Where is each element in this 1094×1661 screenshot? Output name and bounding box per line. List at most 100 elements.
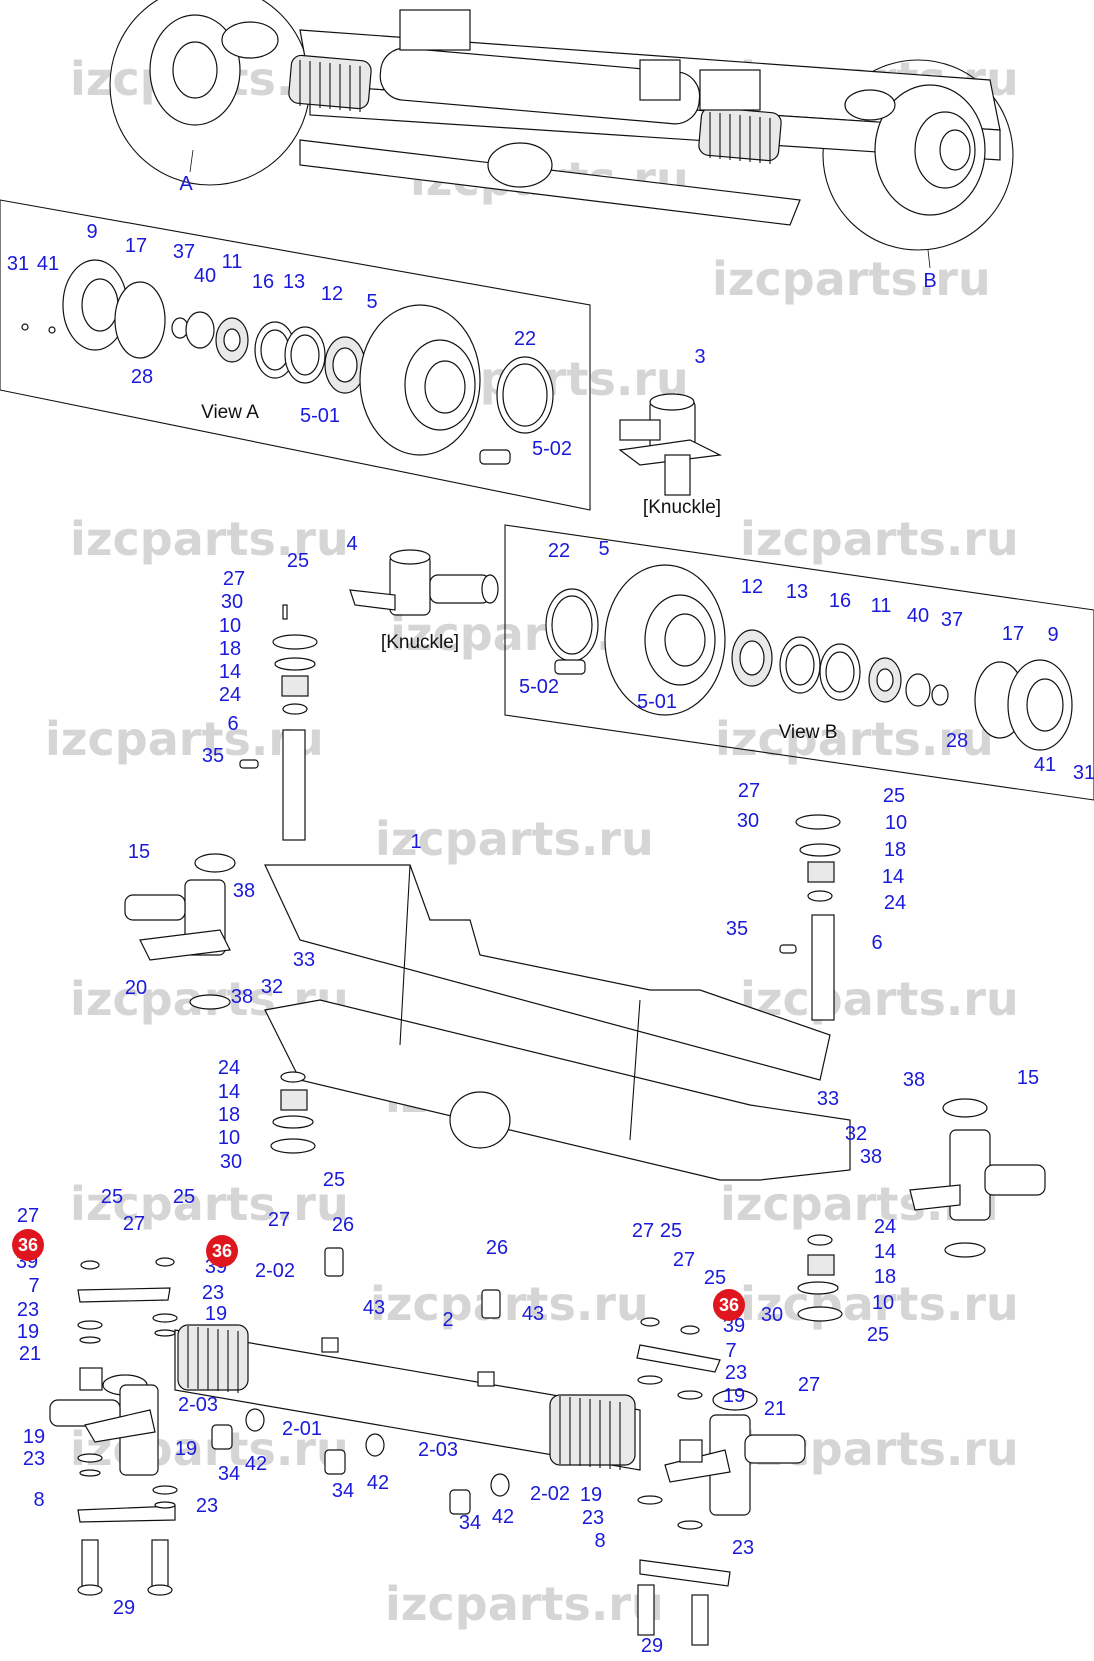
part-label: 5-02 <box>532 438 572 460</box>
knuckle-3-drawing <box>618 393 723 496</box>
part-label: 19 <box>723 1385 745 1407</box>
part-label: 25 <box>287 550 309 572</box>
part-label: 19 <box>175 1438 197 1460</box>
view-b-title: View B <box>779 722 838 743</box>
part-label: 14 <box>219 661 241 683</box>
part-label: 17 <box>125 235 147 257</box>
callout-b: B <box>923 270 936 292</box>
part-label: 19 <box>580 1484 602 1506</box>
knuckle-caption-mid: [Knuckle] <box>381 632 459 653</box>
part-label: 32 <box>845 1123 867 1145</box>
part-label: 27 <box>798 1374 820 1396</box>
part-label: 29 <box>641 1635 663 1657</box>
part-label: 26 <box>486 1237 508 1259</box>
part-label: 14 <box>874 1241 896 1263</box>
part-label: 15 <box>128 841 150 863</box>
part-label: 23 <box>582 1507 604 1529</box>
part-label: 5 <box>598 538 609 560</box>
part-label: 27 <box>738 780 760 802</box>
part-label: 25 <box>883 785 905 807</box>
knuckle-4-drawing <box>349 549 499 616</box>
part-label: 40 <box>194 265 216 287</box>
part-label: 25 <box>660 1220 682 1242</box>
part-label: 8 <box>594 1530 605 1552</box>
part-label: 31 <box>7 253 29 275</box>
part-label: 2-03 <box>418 1439 458 1461</box>
bottom-cylinder-drawing <box>49 1247 806 1646</box>
part-label: 21 <box>19 1343 41 1365</box>
part-label: 9 <box>1047 624 1058 646</box>
view-a-panel <box>0 199 591 511</box>
part-label: 24 <box>874 1216 896 1238</box>
part-label: 4 <box>346 533 357 555</box>
part-label: 18 <box>884 839 906 861</box>
part-label: 32 <box>261 976 283 998</box>
part-label: 18 <box>219 638 241 660</box>
top-axle-drawing <box>109 0 1014 251</box>
part-label: 6 <box>227 713 238 735</box>
part-label: 3 <box>694 346 705 368</box>
part-label: 26 <box>332 1214 354 1236</box>
part-label: 1 <box>410 831 421 853</box>
part-label: 27 <box>223 568 245 590</box>
part-label: 23 <box>725 1362 747 1384</box>
part-label: 19 <box>23 1426 45 1448</box>
highlighted-part-label: 36 <box>719 1295 739 1315</box>
part-label: 7 <box>725 1340 736 1362</box>
part-label: 10 <box>885 812 907 834</box>
part-label: 42 <box>492 1506 514 1528</box>
part-label: 10 <box>872 1292 894 1314</box>
watermark-text: izcparts.ru <box>385 1577 664 1631</box>
part-label: 16 <box>829 590 851 612</box>
part-label: 17 <box>1002 623 1024 645</box>
part-label: 22 <box>514 328 536 350</box>
part-label: 9 <box>86 221 97 243</box>
part-label: 27 <box>268 1209 290 1231</box>
part-label: 27 <box>17 1205 39 1227</box>
watermark-text: izcparts.ru <box>715 712 994 766</box>
part-label: 5-01 <box>637 691 677 713</box>
part-label: 24 <box>219 684 241 706</box>
part-label: 23 <box>196 1495 218 1517</box>
part-label: 41 <box>1034 754 1056 776</box>
part-label: 25 <box>704 1267 726 1289</box>
part-label: 19 <box>17 1321 39 1343</box>
part-label: 28 <box>946 730 968 752</box>
part-label: 30 <box>220 1151 242 1173</box>
part-label: 24 <box>884 892 906 914</box>
part-label: 38 <box>903 1069 925 1091</box>
watermark-text: izcparts.ru <box>740 1277 1019 1331</box>
part-label: 2-02 <box>530 1483 570 1505</box>
part-label: 18 <box>218 1104 240 1126</box>
part-label: 10 <box>219 615 241 637</box>
part-label: 35 <box>202 745 224 767</box>
part-label: 13 <box>786 581 808 603</box>
part-label: 19 <box>205 1303 227 1325</box>
callout-a: A <box>179 173 193 195</box>
highlighted-part-marker: 36 <box>12 1229 44 1261</box>
part-label: 37 <box>941 609 963 631</box>
part-label: 13 <box>283 271 305 293</box>
part-label: 2 <box>442 1309 453 1331</box>
part-label: 27 <box>673 1249 695 1271</box>
watermark-text: izcparts.ru <box>740 972 1019 1026</box>
part-label: 31 <box>1073 762 1094 784</box>
part-label: 33 <box>817 1088 839 1110</box>
part-label: 7 <box>28 1275 39 1297</box>
part-label: 38 <box>233 880 255 902</box>
part-label: 2-02 <box>255 1260 295 1282</box>
part-label: 30 <box>761 1304 783 1326</box>
part-label: 41 <box>37 253 59 275</box>
part-label: 12 <box>741 576 763 598</box>
part-label: 24 <box>218 1057 240 1079</box>
center-assembly-drawing <box>124 604 1046 1322</box>
part-label: 23 <box>202 1282 224 1304</box>
highlighted-part-marker: 36 <box>713 1289 745 1321</box>
part-label: 5-02 <box>519 676 559 698</box>
part-label: 14 <box>882 866 904 888</box>
part-label: 20 <box>125 977 147 999</box>
part-label: 34 <box>459 1512 481 1534</box>
part-label: 34 <box>332 1480 354 1502</box>
